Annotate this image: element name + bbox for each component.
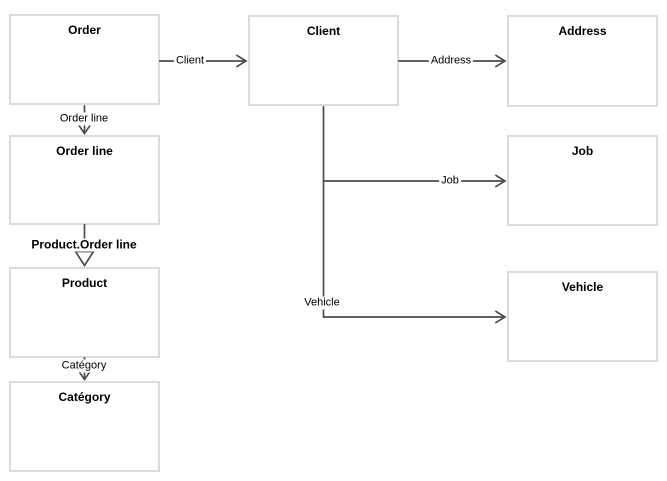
edge-label-order-line: Order line xyxy=(57,112,111,126)
entity-category-title: Catégory xyxy=(58,390,111,404)
open-arrowhead-icon xyxy=(494,54,507,68)
open-arrowhead-icon xyxy=(77,370,92,382)
entity-product[interactable]: Product xyxy=(9,267,160,358)
entity-client[interactable]: Client xyxy=(248,15,399,106)
entity-client-title: Client xyxy=(306,24,341,38)
edge-label-product-order-line: Product.Order line xyxy=(29,237,139,252)
entity-order-line[interactable]: Order line xyxy=(9,135,160,225)
entity-order-line-title: Order line xyxy=(56,144,113,158)
entity-address[interactable]: Address xyxy=(507,15,658,107)
entity-order[interactable]: Order xyxy=(9,14,160,105)
connector-client-to-job[interactable] xyxy=(322,106,507,188)
entity-order-title: Order xyxy=(68,23,101,37)
entity-address-title: Address xyxy=(558,24,607,38)
entity-job-title: Job xyxy=(571,144,594,158)
open-arrowhead-icon xyxy=(235,54,248,68)
triangle-arrowhead-icon xyxy=(73,250,96,268)
edge-label-job: Job xyxy=(439,174,461,188)
edge-label-client: Client xyxy=(173,54,207,68)
entity-job[interactable]: Job xyxy=(507,135,658,226)
edge-label-address: Address xyxy=(428,54,474,68)
entity-vehicle-title: Vehicle xyxy=(561,280,604,294)
edge-label-category: Catégory xyxy=(59,359,109,373)
open-arrowhead-icon xyxy=(77,124,92,136)
entity-product-title: Product xyxy=(61,276,108,290)
edge-label-vehicle: Vehicle xyxy=(302,296,342,310)
open-arrowhead-icon xyxy=(494,310,507,324)
entity-category[interactable]: Catégory xyxy=(9,381,160,472)
open-arrowhead-icon xyxy=(494,174,507,188)
entity-vehicle[interactable]: Vehicle xyxy=(507,271,658,362)
connector-client-to-vehicle[interactable] xyxy=(322,180,507,324)
